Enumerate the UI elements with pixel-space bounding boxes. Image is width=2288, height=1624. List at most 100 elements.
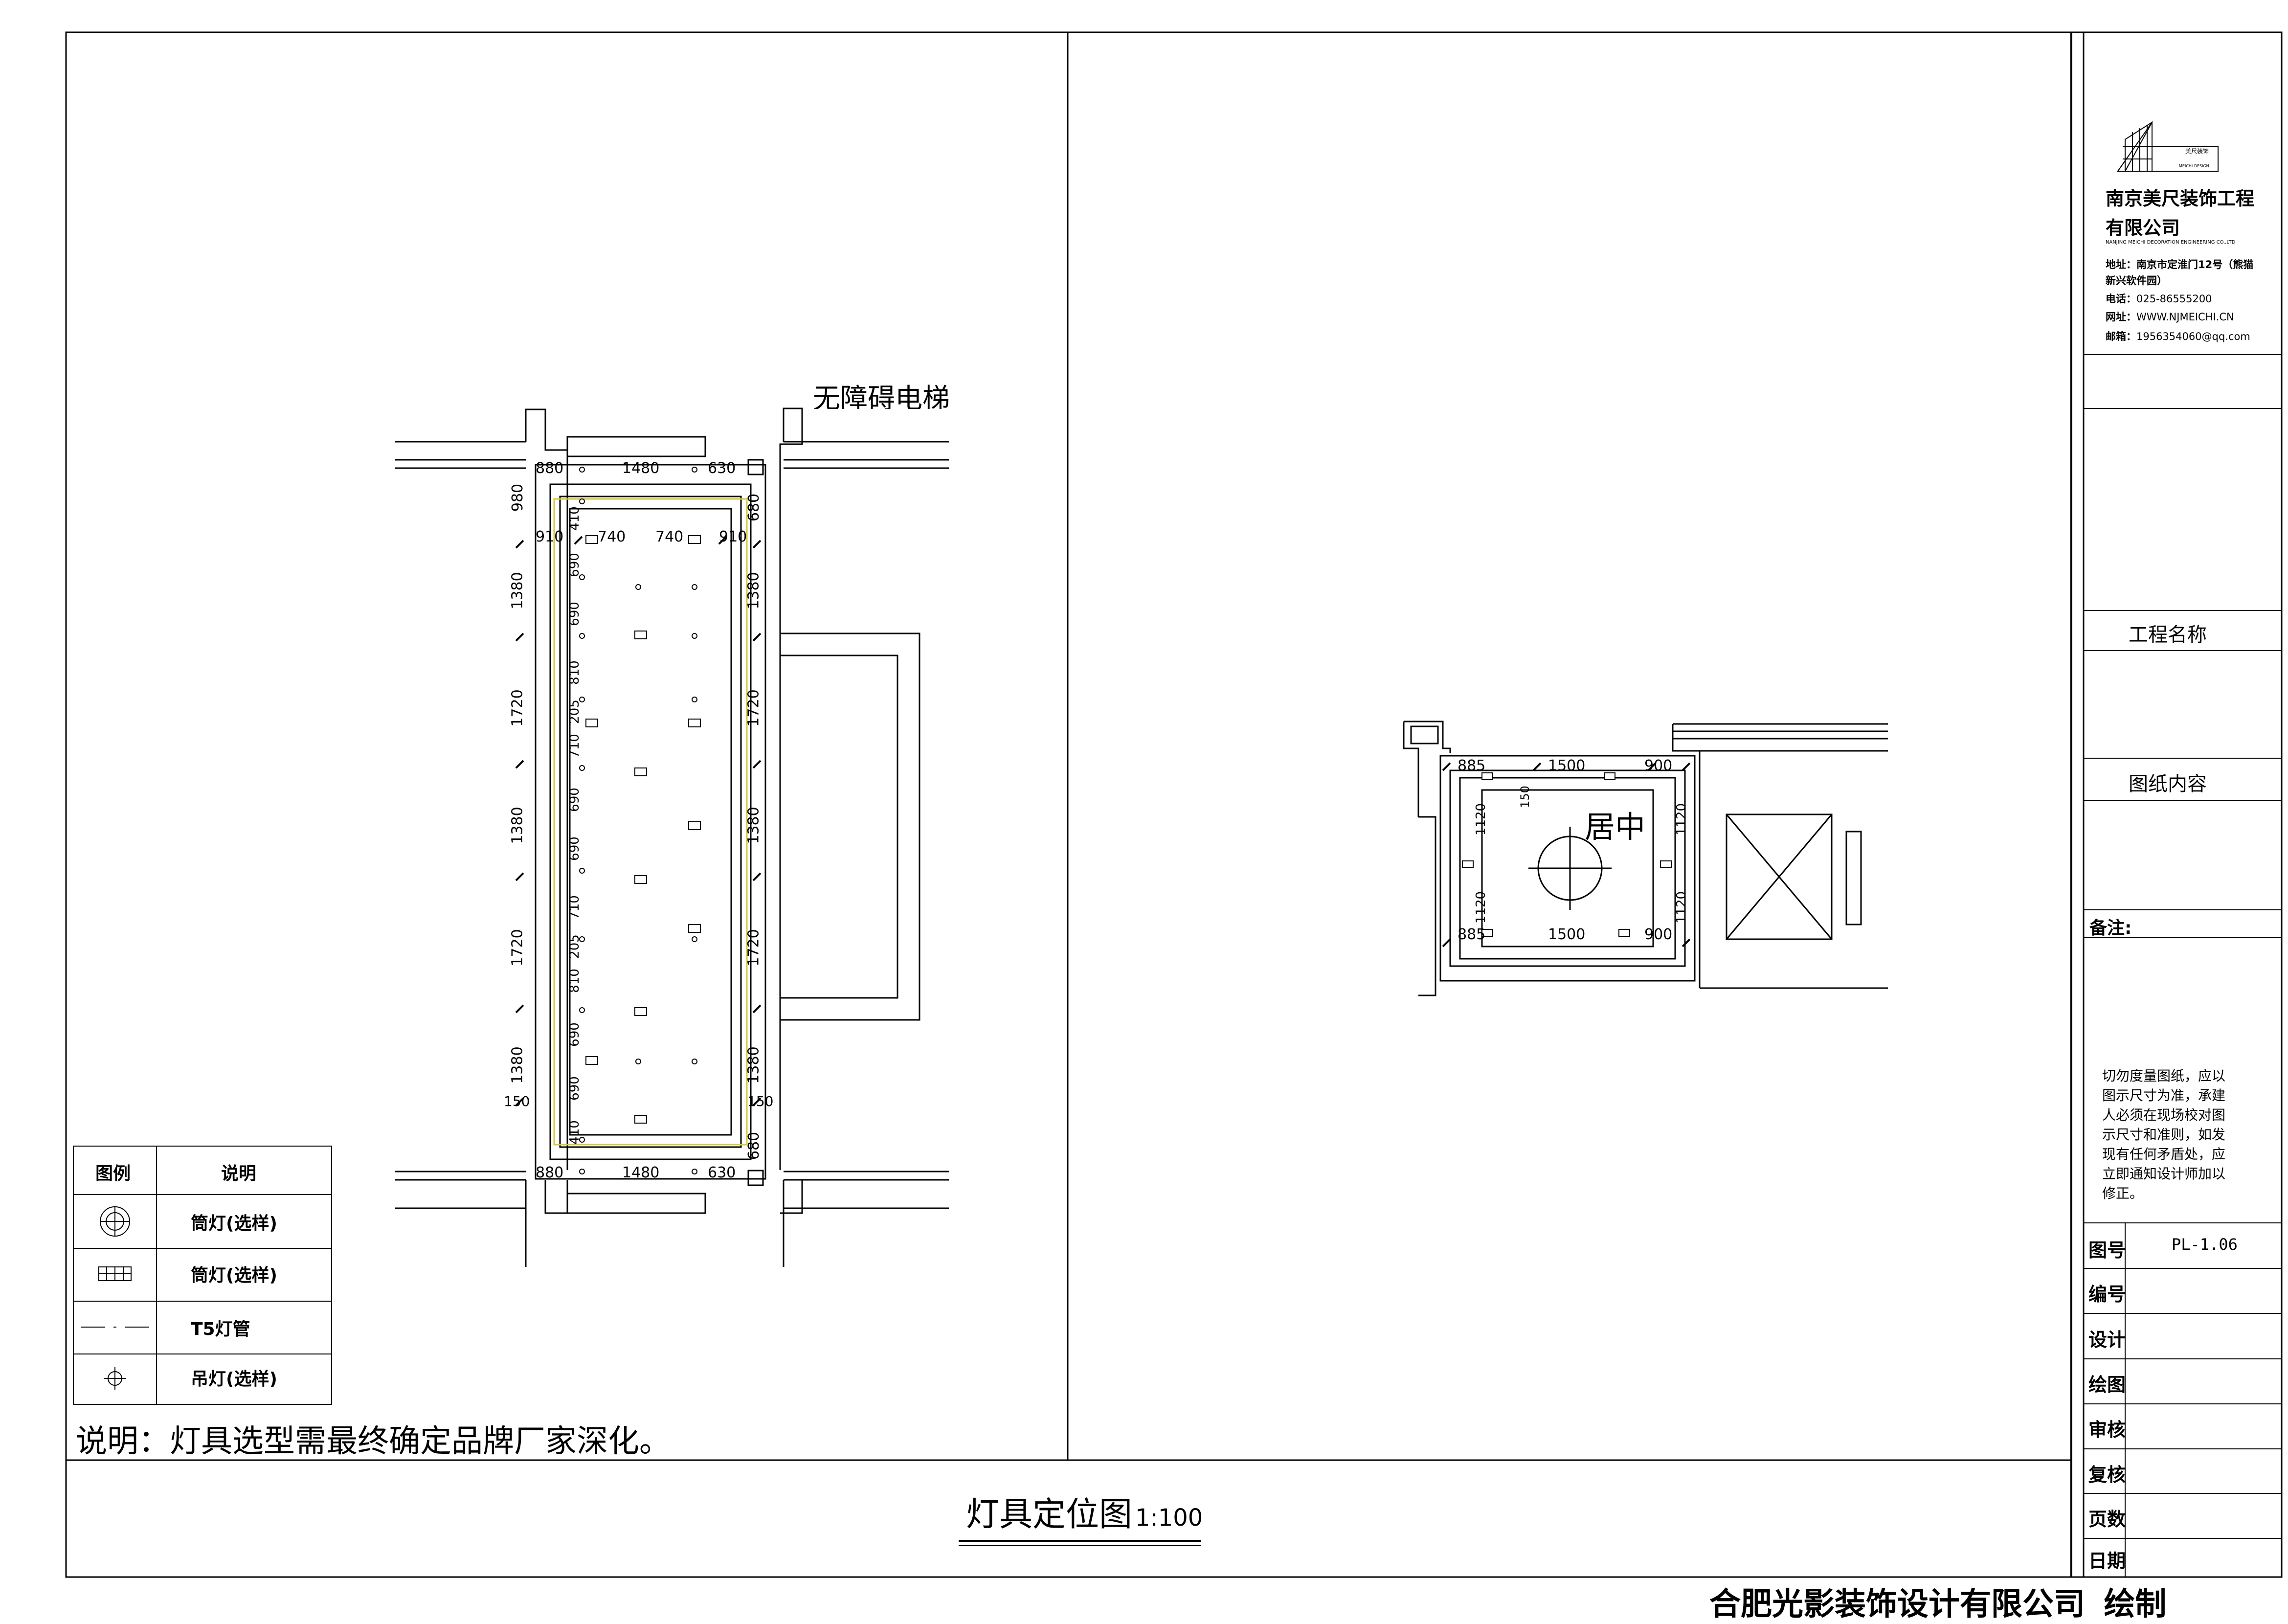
disclaimer-line-2: 图示尺寸为准，承建: [2102, 1087, 2226, 1104]
company-web: 网址：WWW.NJMEICHI.CN: [2106, 311, 2234, 323]
left-plan-right-dim-4: 1380: [745, 807, 763, 844]
left-plan-left-dim-3: 1720: [509, 689, 526, 727]
disclaimer-line-6: 立即通知设计师加以: [2102, 1166, 2226, 1182]
footer-credit: 合肥光影装饰设计有限公司 绘制: [1709, 1586, 2167, 1623]
right-plan-top-dim-1: 885: [1458, 757, 1486, 774]
company-name-line2: 有限公司: [2106, 217, 2180, 239]
row-label-design: 设计: [2088, 1329, 2126, 1351]
left-plan-top-dim-2: 1480: [622, 460, 660, 477]
right-plan: [1403, 721, 1888, 996]
left-plan-right-dim-5: 1720: [745, 929, 763, 967]
company-email: 邮箱：1956354060@qq.com: [2106, 331, 2250, 342]
left-plan-inner-left-dim-7: 690: [567, 788, 582, 812]
legend-item-3-label: T5灯管: [191, 1319, 250, 1339]
left-plan-inner-left-dim-8: 690: [567, 836, 582, 861]
left-plan-left-dim-7: 150: [504, 1093, 530, 1109]
left-plan-inner-dim-1: 910: [536, 528, 564, 545]
left-plan-inner-left-dim-12: 690: [567, 1022, 582, 1047]
disclaimer-line-4: 示尺寸和准则，如发: [2102, 1127, 2226, 1143]
legend-header-desc: 说明: [221, 1164, 257, 1184]
left-plan-bottom-dim-3: 630: [708, 1164, 736, 1181]
t5-tube-ring: [553, 498, 748, 1146]
left-plan-inner-left-dim-9: 710: [567, 895, 582, 920]
right-plan-bottom-dim-2: 1500: [1548, 926, 1586, 943]
company-name-line1: 南京美尺装饰工程: [2106, 188, 2255, 209]
right-plan-left-dim-2: 1120: [1474, 891, 1489, 924]
right-plan-right-dim-2: 1120: [1674, 891, 1689, 924]
right-plan-lights: [1462, 772, 1672, 937]
legend-item-1-label: 筒灯(选样): [191, 1214, 277, 1234]
left-plan-left-dim-6: 1380: [509, 1046, 526, 1084]
remark-label: 备注:: [2089, 918, 2132, 938]
project-name-label: 工程名称: [2129, 624, 2207, 646]
disclaimer-line-5: 现有任何矛盾处，应: [2102, 1146, 2226, 1162]
legend-item-2-label: 筒灯(选样): [191, 1265, 277, 1286]
left-plan-lights: [579, 467, 701, 1174]
logo-text-en: MEICHI DESIGN: [2179, 164, 2209, 168]
left-plan-inner-left-dim-5: 205: [567, 699, 582, 724]
left-plan-inner-dim-4: 910: [719, 528, 747, 545]
right-plan-bottom-dim-3: 900: [1644, 926, 1673, 943]
left-plan-inner-dim-3: 740: [655, 528, 684, 545]
left-plan-top-dim-3: 630: [708, 460, 736, 477]
row-label-review: 审核: [2088, 1419, 2126, 1441]
right-plan-bottom-dim-1: 885: [1458, 926, 1486, 943]
downlight-icon: [100, 1206, 130, 1237]
company-name-en: NANJING MEICHI DECORATION ENGINEERING CO…: [2106, 240, 2236, 245]
left-plan-inner-left-dim-2: 690: [567, 553, 582, 577]
disclaimer-line-3: 人必须在现场校对图: [2102, 1107, 2226, 1123]
company-phone: 电话：025-86555200: [2106, 293, 2212, 305]
row-label-drafting: 绘图: [2088, 1374, 2126, 1396]
right-plan-top-dim-2: 1500: [1548, 757, 1586, 774]
left-plan-bottom-dim-2: 1480: [622, 1164, 660, 1181]
sheet-border: [65, 31, 2283, 1578]
left-plan-bottom-dim-1: 880: [536, 1164, 564, 1181]
left-plan-right-dim-1: 680: [745, 493, 763, 522]
left-plan-dim-ticks: [515, 536, 762, 1106]
drawing-content-label: 图纸内容: [2129, 773, 2207, 795]
lighting-note: 说明：灯具选型需最终确定品牌厂家深化。: [76, 1423, 671, 1460]
left-plan-left-dim-1: 980: [509, 483, 527, 512]
left-plan-right-dim-2: 1380: [745, 572, 763, 609]
left-plan-inner-left-dim-13: 690: [567, 1076, 582, 1101]
right-plan-top-dim-3: 900: [1644, 757, 1673, 774]
right-plan-dim-ticks: [1442, 762, 1691, 947]
drawing-title-text: 灯具定位图: [966, 1495, 1133, 1534]
legend-header-symbol: 图例: [95, 1164, 131, 1184]
right-plan-right-dim-1: 1120: [1674, 803, 1689, 836]
left-plan-inner-left-dim-4: 810: [567, 660, 582, 685]
legend-item-4-label: 吊灯(选样): [191, 1369, 277, 1389]
title-block-grid: [2084, 354, 2282, 1577]
company-logo: [2117, 120, 2219, 172]
legend-table: [73, 1146, 332, 1405]
row-label-drawing-no: 图号: [2088, 1240, 2126, 1261]
row-label-date: 日期: [2088, 1550, 2126, 1572]
left-plan-right-dim-7: 150: [747, 1093, 774, 1109]
company-address-2: 新兴软件园）: [2106, 275, 2167, 287]
left-plan-top-dim-1: 880: [536, 460, 564, 477]
row-label-pages: 页数: [2088, 1509, 2126, 1530]
left-plan-inner-left-dim-3: 690: [567, 602, 582, 626]
right-plan-left-dim-1: 1120: [1474, 803, 1489, 836]
left-plan-inner-left-dim-6: 710: [567, 734, 582, 758]
left-plan: [395, 407, 949, 1267]
pendant-lamp-icon: [104, 1367, 126, 1390]
row-label-serial: 编号: [2088, 1284, 2126, 1305]
left-plan-right-dim-3: 1720: [745, 689, 763, 727]
left-plan-top-label: 无障碍电梯: [813, 383, 950, 409]
grille-downlight-icon: [98, 1266, 132, 1281]
drawing-scale: 1:100: [1135, 1504, 1203, 1532]
company-address-1: 地址：南京市定淮门12号（熊猫: [2106, 259, 2254, 271]
left-plan-inner-dim-2: 740: [598, 528, 626, 545]
left-plan-right-dim-8: 680: [745, 1131, 763, 1160]
left-plan-left-dim-2: 1380: [509, 572, 526, 609]
disclaimer-line-7: 修正。: [2102, 1185, 2144, 1201]
left-plan-left-dim-5: 1720: [509, 929, 526, 967]
logo-text-cn: 美尺装饰: [2185, 148, 2209, 155]
row-label-recheck: 复核: [2088, 1464, 2126, 1486]
right-plan-center-label: 居中: [1585, 809, 1646, 845]
left-plan-inner-left-dim-11: 810: [567, 969, 582, 993]
right-plan-small-dim: 150: [1518, 786, 1532, 808]
